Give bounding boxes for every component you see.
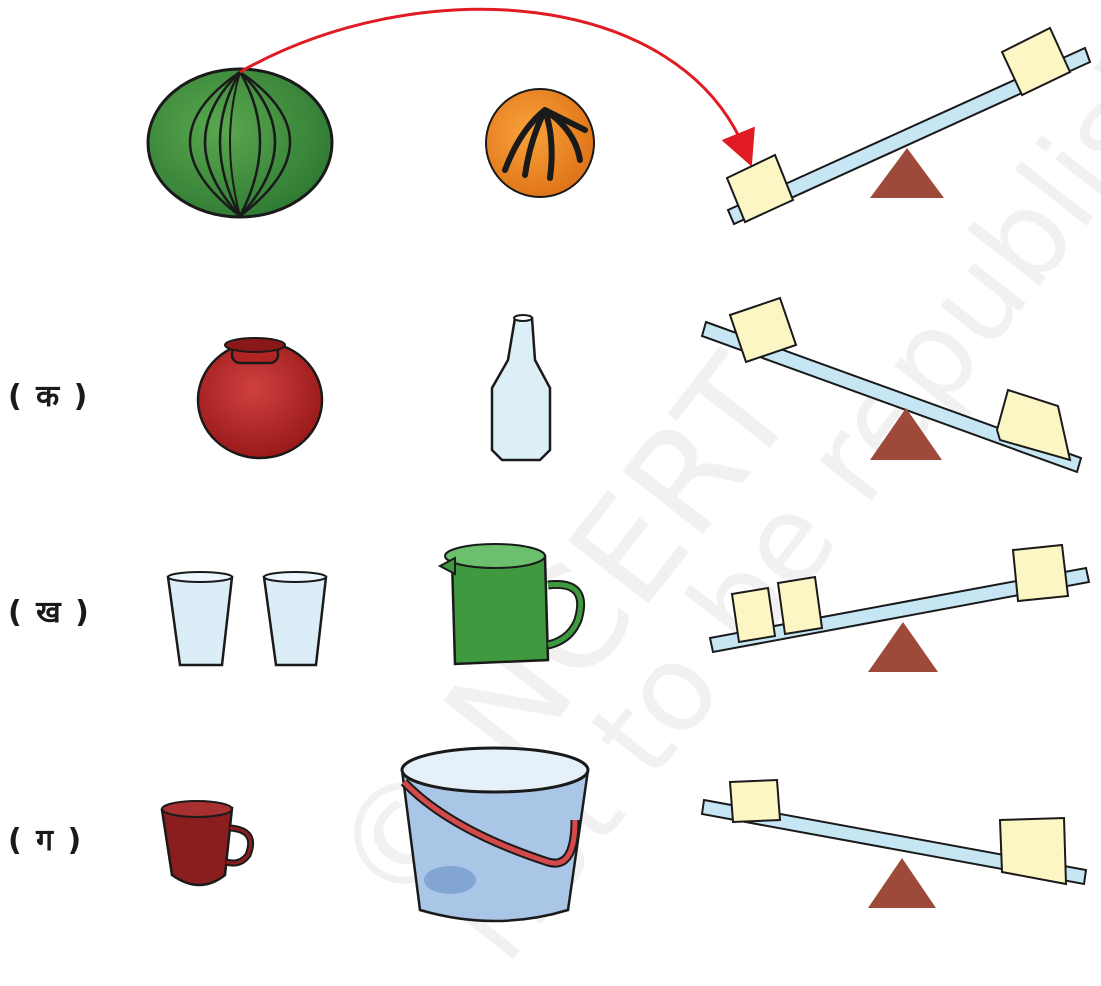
jug-icon bbox=[440, 544, 581, 664]
row-ga bbox=[162, 748, 1086, 921]
watermelon-icon bbox=[148, 69, 332, 217]
balance-scale-4 bbox=[702, 780, 1086, 908]
row-ka bbox=[198, 298, 1081, 472]
glass-icon-2 bbox=[264, 572, 326, 665]
left-box bbox=[730, 780, 780, 822]
balance-scale-3 bbox=[710, 545, 1089, 672]
pot-icon bbox=[198, 338, 322, 458]
right-box bbox=[997, 390, 1070, 460]
fulcrum bbox=[868, 622, 938, 672]
illustration-canvas bbox=[0, 0, 1101, 931]
right-box bbox=[1013, 545, 1068, 601]
bottle-icon bbox=[492, 315, 550, 460]
left-box-2 bbox=[778, 577, 822, 634]
row-kha bbox=[168, 544, 1089, 672]
worksheet: © NCERT not to be republished ( क ) ( ख … bbox=[0, 0, 1101, 931]
balance-scale-1 bbox=[727, 28, 1090, 224]
right-box bbox=[1000, 818, 1066, 884]
bucket-icon bbox=[402, 748, 588, 921]
left-box-1 bbox=[732, 588, 775, 642]
orange-icon bbox=[486, 89, 594, 197]
fulcrum bbox=[868, 858, 936, 908]
balance-scale-2 bbox=[702, 298, 1081, 472]
glass-icon bbox=[168, 572, 232, 665]
mug-icon bbox=[162, 801, 251, 885]
row-example bbox=[148, 9, 1090, 224]
